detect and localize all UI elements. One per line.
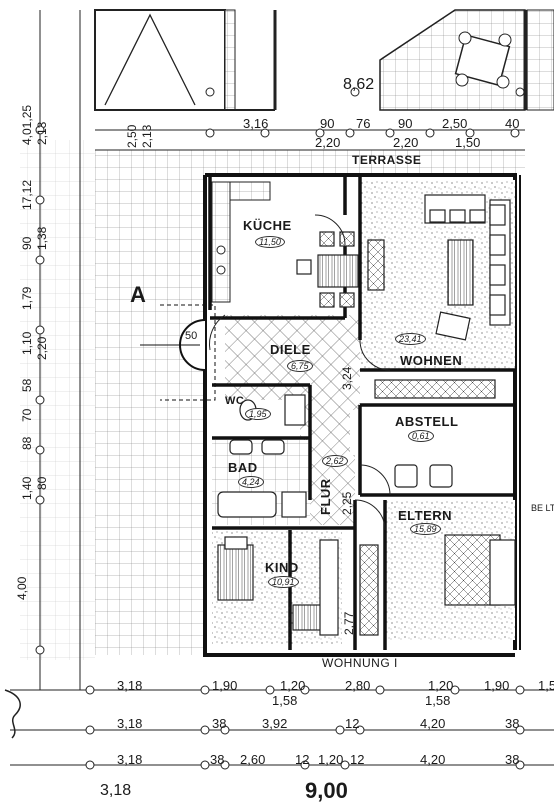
dim-top2-0: 2,20 [315, 135, 341, 150]
dim-int-3: 50 [185, 330, 198, 342]
room-label-wc: WC [225, 395, 245, 407]
dim-left-3: 90 [20, 236, 34, 250]
dim-left-13: 4,00 [15, 576, 29, 600]
room-label-kind: KIND [265, 560, 299, 575]
living-furniture [367, 194, 511, 399]
dim-left-7: 2,20 [35, 336, 49, 360]
area-wc: 1,95 [245, 408, 271, 420]
area-flur: 2,62 [322, 455, 348, 467]
dim-b3-2: 2,60 [240, 752, 266, 767]
dim-b3-5: 12 [350, 752, 365, 767]
room-label-diele: DIELE [270, 342, 311, 357]
dim-b3-3: 12 [295, 752, 310, 767]
dim-b1-3: 2,80 [345, 678, 371, 693]
dim-top-5: 40 [505, 116, 520, 131]
upper-left-stair [94, 9, 277, 111]
dim-left-11: 1,40 [20, 476, 34, 500]
dim-topleft-0: 2,50 [125, 124, 139, 148]
upper-right-balcony [379, 9, 554, 111]
room-label-flur: FLUR [318, 478, 333, 515]
room-label-abstell: ABSTELL [395, 414, 459, 429]
area-kind: 10,91 [268, 576, 299, 588]
dim-b4-0: 3,18 [100, 782, 132, 799]
dim-top-2: 76 [356, 116, 371, 131]
dim-top-0: 3,16 [243, 116, 269, 131]
bath-fixtures [217, 394, 453, 518]
dim-left-0: 17,12 [20, 179, 34, 210]
apartment-label: WOHNUNG I [322, 656, 398, 670]
dim-b4-1: 9,00 [305, 778, 348, 803]
dim-b3-0: 3,18 [117, 752, 143, 767]
dim-int-1: 2,25 [340, 491, 354, 515]
room-label-kueche: KÜCHE [243, 218, 292, 233]
room-label-bad: BAD [228, 460, 258, 475]
area-kueche: 11,50 [255, 236, 285, 248]
kitchen-counter [211, 181, 271, 303]
scribble-mark [4, 689, 21, 739]
area-eltern: 15,89 [410, 523, 441, 535]
bedroom-furniture [217, 534, 516, 636]
dim-b2-5: 38 [505, 716, 520, 731]
terrace-label: TERRASSE [352, 153, 422, 167]
dim-left-6: 1,10 [20, 331, 34, 355]
dim-int-0: 3,24 [340, 366, 354, 390]
dim-b2-4: 4,20 [420, 716, 446, 731]
dim-left-8: 58 [20, 378, 34, 392]
area-abstell: 0,61 [408, 430, 434, 442]
dim-b3-6: 4,20 [420, 752, 446, 767]
dim-left-5: 1,79 [20, 286, 34, 310]
dim-b2-1: 38 [212, 716, 227, 731]
dim-top2-1: 2,20 [393, 135, 419, 150]
dim-b2-0: 3,18 [117, 716, 143, 731]
dim-b1b-1: 1,58 [425, 693, 451, 708]
dim-top-1: 90 [320, 116, 335, 131]
dim-b1-0: 3,18 [117, 678, 143, 693]
area-bad: 4,24 [238, 476, 264, 488]
entrance-bay [140, 304, 216, 401]
area-diele: 6,75 [287, 360, 313, 372]
dimension-lines [10, 10, 554, 770]
dim-b1-4: 1,20 [428, 678, 454, 693]
dim-left-9: 70 [20, 408, 34, 422]
dim-b3-7: 38 [505, 752, 520, 767]
door-swings [209, 214, 391, 531]
dim-topleft-1: 2,13 [140, 124, 154, 148]
dim-b1-6: 1,5 [538, 678, 554, 693]
dim-left-4: 1,38 [35, 226, 49, 250]
terrace-grid [20, 140, 525, 660]
dim-top-4: 2,50 [442, 116, 468, 131]
dim-b1-5: 1,90 [484, 678, 510, 693]
dim-left-10: 88 [20, 436, 34, 450]
dim-top-3: 90 [398, 116, 413, 131]
room-label-eltern: ELTERN [398, 508, 453, 523]
dim-int-2: 2,77 [342, 611, 356, 635]
room-label-wohnen: WOHNEN [400, 353, 463, 368]
dim-b2-3: 12 [345, 716, 360, 731]
side-text: BE LT [531, 503, 554, 513]
dim-left-12: 80 [35, 476, 49, 490]
dim-b1-2: 1,20 [280, 678, 306, 693]
dim-b3-1: 38 [210, 752, 225, 767]
balcony-area: 8,62 [343, 76, 375, 93]
dim-left-2: 2,13 [35, 121, 49, 145]
dim-b3-4: 1,20 [318, 752, 344, 767]
interior-walls [208, 175, 515, 650]
area-wohnen: 23,41 [395, 333, 426, 345]
dim-top2-2: 1,50 [455, 135, 481, 150]
dim-b2-2: 3,92 [262, 716, 288, 731]
section-mark: A [130, 282, 147, 307]
dim-b1b-0: 1,58 [272, 693, 298, 708]
dim-b1-1: 1,90 [212, 678, 238, 693]
dim-left-1: 4,01,25 [20, 104, 34, 145]
